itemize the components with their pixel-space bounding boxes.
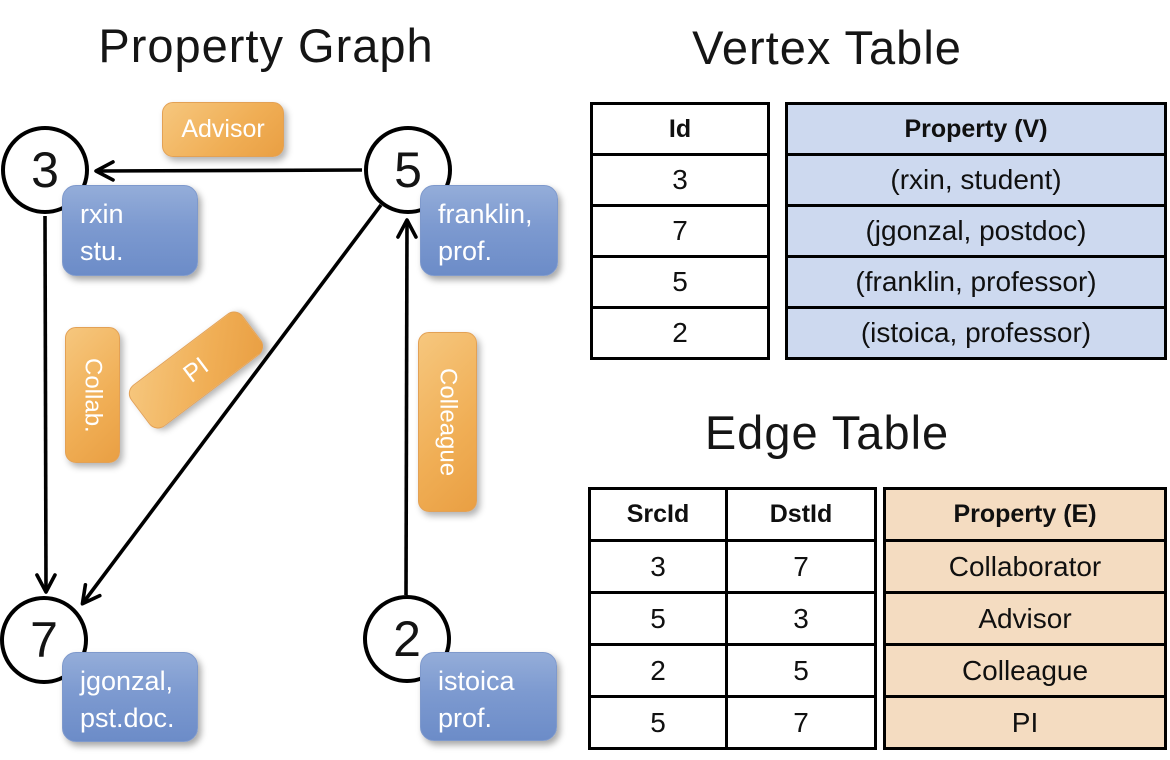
vertex-node-2: 2 bbox=[363, 595, 451, 683]
edge-table-dst-cell: 3 bbox=[725, 591, 877, 646]
vertex-table-property-cell: (jgonzal, postdoc) bbox=[785, 204, 1167, 258]
vertex-table-title: Vertex Table bbox=[692, 21, 962, 74]
edge-table-property-column: Property (E) Collaborator Advisor Collea… bbox=[883, 487, 1167, 750]
node-5-property-line1: franklin, bbox=[438, 199, 533, 229]
edge-label-colleague-text: Colleague bbox=[434, 367, 462, 477]
edge-2-to-5-colleague bbox=[396, 218, 418, 596]
vertex-table-property-header: Property (V) bbox=[785, 102, 1167, 156]
edge-table-dst-cell: 7 bbox=[725, 695, 877, 750]
edge-label-pi-text: PI bbox=[177, 351, 214, 388]
edge-table-src-cell: 5 bbox=[588, 695, 728, 750]
edge-label-advisor-text: Advisor bbox=[181, 115, 265, 143]
vertex-table-id-cell: 3 bbox=[590, 153, 770, 207]
edge-3-to-7-collaborator bbox=[35, 215, 57, 594]
edge-table-title: Edge Table bbox=[704, 406, 950, 459]
edge-table-property-header: Property (E) bbox=[883, 487, 1167, 542]
vertex-table-id-cell: 2 bbox=[590, 306, 770, 360]
node-3-property-line2: stu. bbox=[80, 236, 124, 267]
vertex-table-property-cell: (istoica, professor) bbox=[785, 306, 1167, 360]
edge-table-src-cell: 2 bbox=[588, 643, 728, 698]
edge-table-src-cell: 3 bbox=[588, 539, 728, 594]
edge-table-src-cell: 5 bbox=[588, 591, 728, 646]
vertex-table-property-cell: (rxin, student) bbox=[785, 153, 1167, 207]
node-7-property-box: jgonzal, pst.doc. bbox=[62, 652, 198, 742]
property-graph-title: Property Graph bbox=[98, 19, 434, 72]
edge-table-property-cell: Collaborator bbox=[883, 539, 1167, 594]
edge-5-to-3-advisor bbox=[94, 160, 363, 182]
edge-table-src-header: SrcId bbox=[588, 487, 728, 542]
node-3-property-line1: rxin bbox=[80, 199, 124, 229]
graph-edges-layer bbox=[35, 160, 418, 606]
node-7-property-line1: jgonzal, bbox=[80, 666, 174, 696]
vertex-table-property-cell: (franklin, professor) bbox=[785, 255, 1167, 309]
node-7-property-line2: pst.doc. bbox=[80, 703, 175, 734]
vertex-table-id-header: Id bbox=[590, 102, 770, 156]
edge-label-collab: Collab. bbox=[65, 327, 120, 463]
node-3-property-box: rxin stu. bbox=[62, 185, 198, 276]
node-5-property-line2: prof. bbox=[438, 236, 493, 267]
vertex-node-5-id: 5 bbox=[394, 142, 422, 198]
vertex-table-id-cell: 5 bbox=[590, 255, 770, 309]
vertex-node-2-id: 2 bbox=[393, 611, 421, 667]
vertex-node-5: 5 bbox=[364, 126, 452, 214]
edge-table-dst-header: DstId bbox=[725, 487, 877, 542]
node-2-property-line2: prof. bbox=[438, 703, 493, 734]
vertex-node-7-id: 7 bbox=[30, 612, 58, 668]
vertex-table-id-column: Id 3 7 5 2 bbox=[590, 102, 770, 360]
edge-table-dst-cell: 7 bbox=[725, 539, 877, 594]
edge-label-advisor: Advisor bbox=[162, 102, 284, 157]
vertex-table-id-cell: 7 bbox=[590, 204, 770, 258]
edge-label-colleague: Colleague bbox=[418, 332, 477, 512]
vertex-node-3-id: 3 bbox=[31, 142, 59, 198]
edge-table-property-cell: PI bbox=[883, 695, 1167, 750]
edge-label-collab-text: Collab. bbox=[79, 357, 107, 433]
node-2-property-line1: istoica bbox=[438, 666, 515, 696]
vertex-table-property-column: Property (V) (rxin, student) (jgonzal, p… bbox=[785, 102, 1167, 360]
node-2-property-box: istoica prof. bbox=[420, 652, 557, 741]
edge-5-to-7-pi bbox=[80, 203, 383, 606]
edge-table-property-cell: Colleague bbox=[883, 643, 1167, 698]
edge-table-id-columns: SrcId DstId 3 7 5 3 2 5 5 7 bbox=[588, 487, 877, 750]
edge-table-dst-cell: 5 bbox=[725, 643, 877, 698]
node-5-property-box: franklin, prof. bbox=[420, 185, 558, 276]
edge-table-property-cell: Advisor bbox=[883, 591, 1167, 646]
